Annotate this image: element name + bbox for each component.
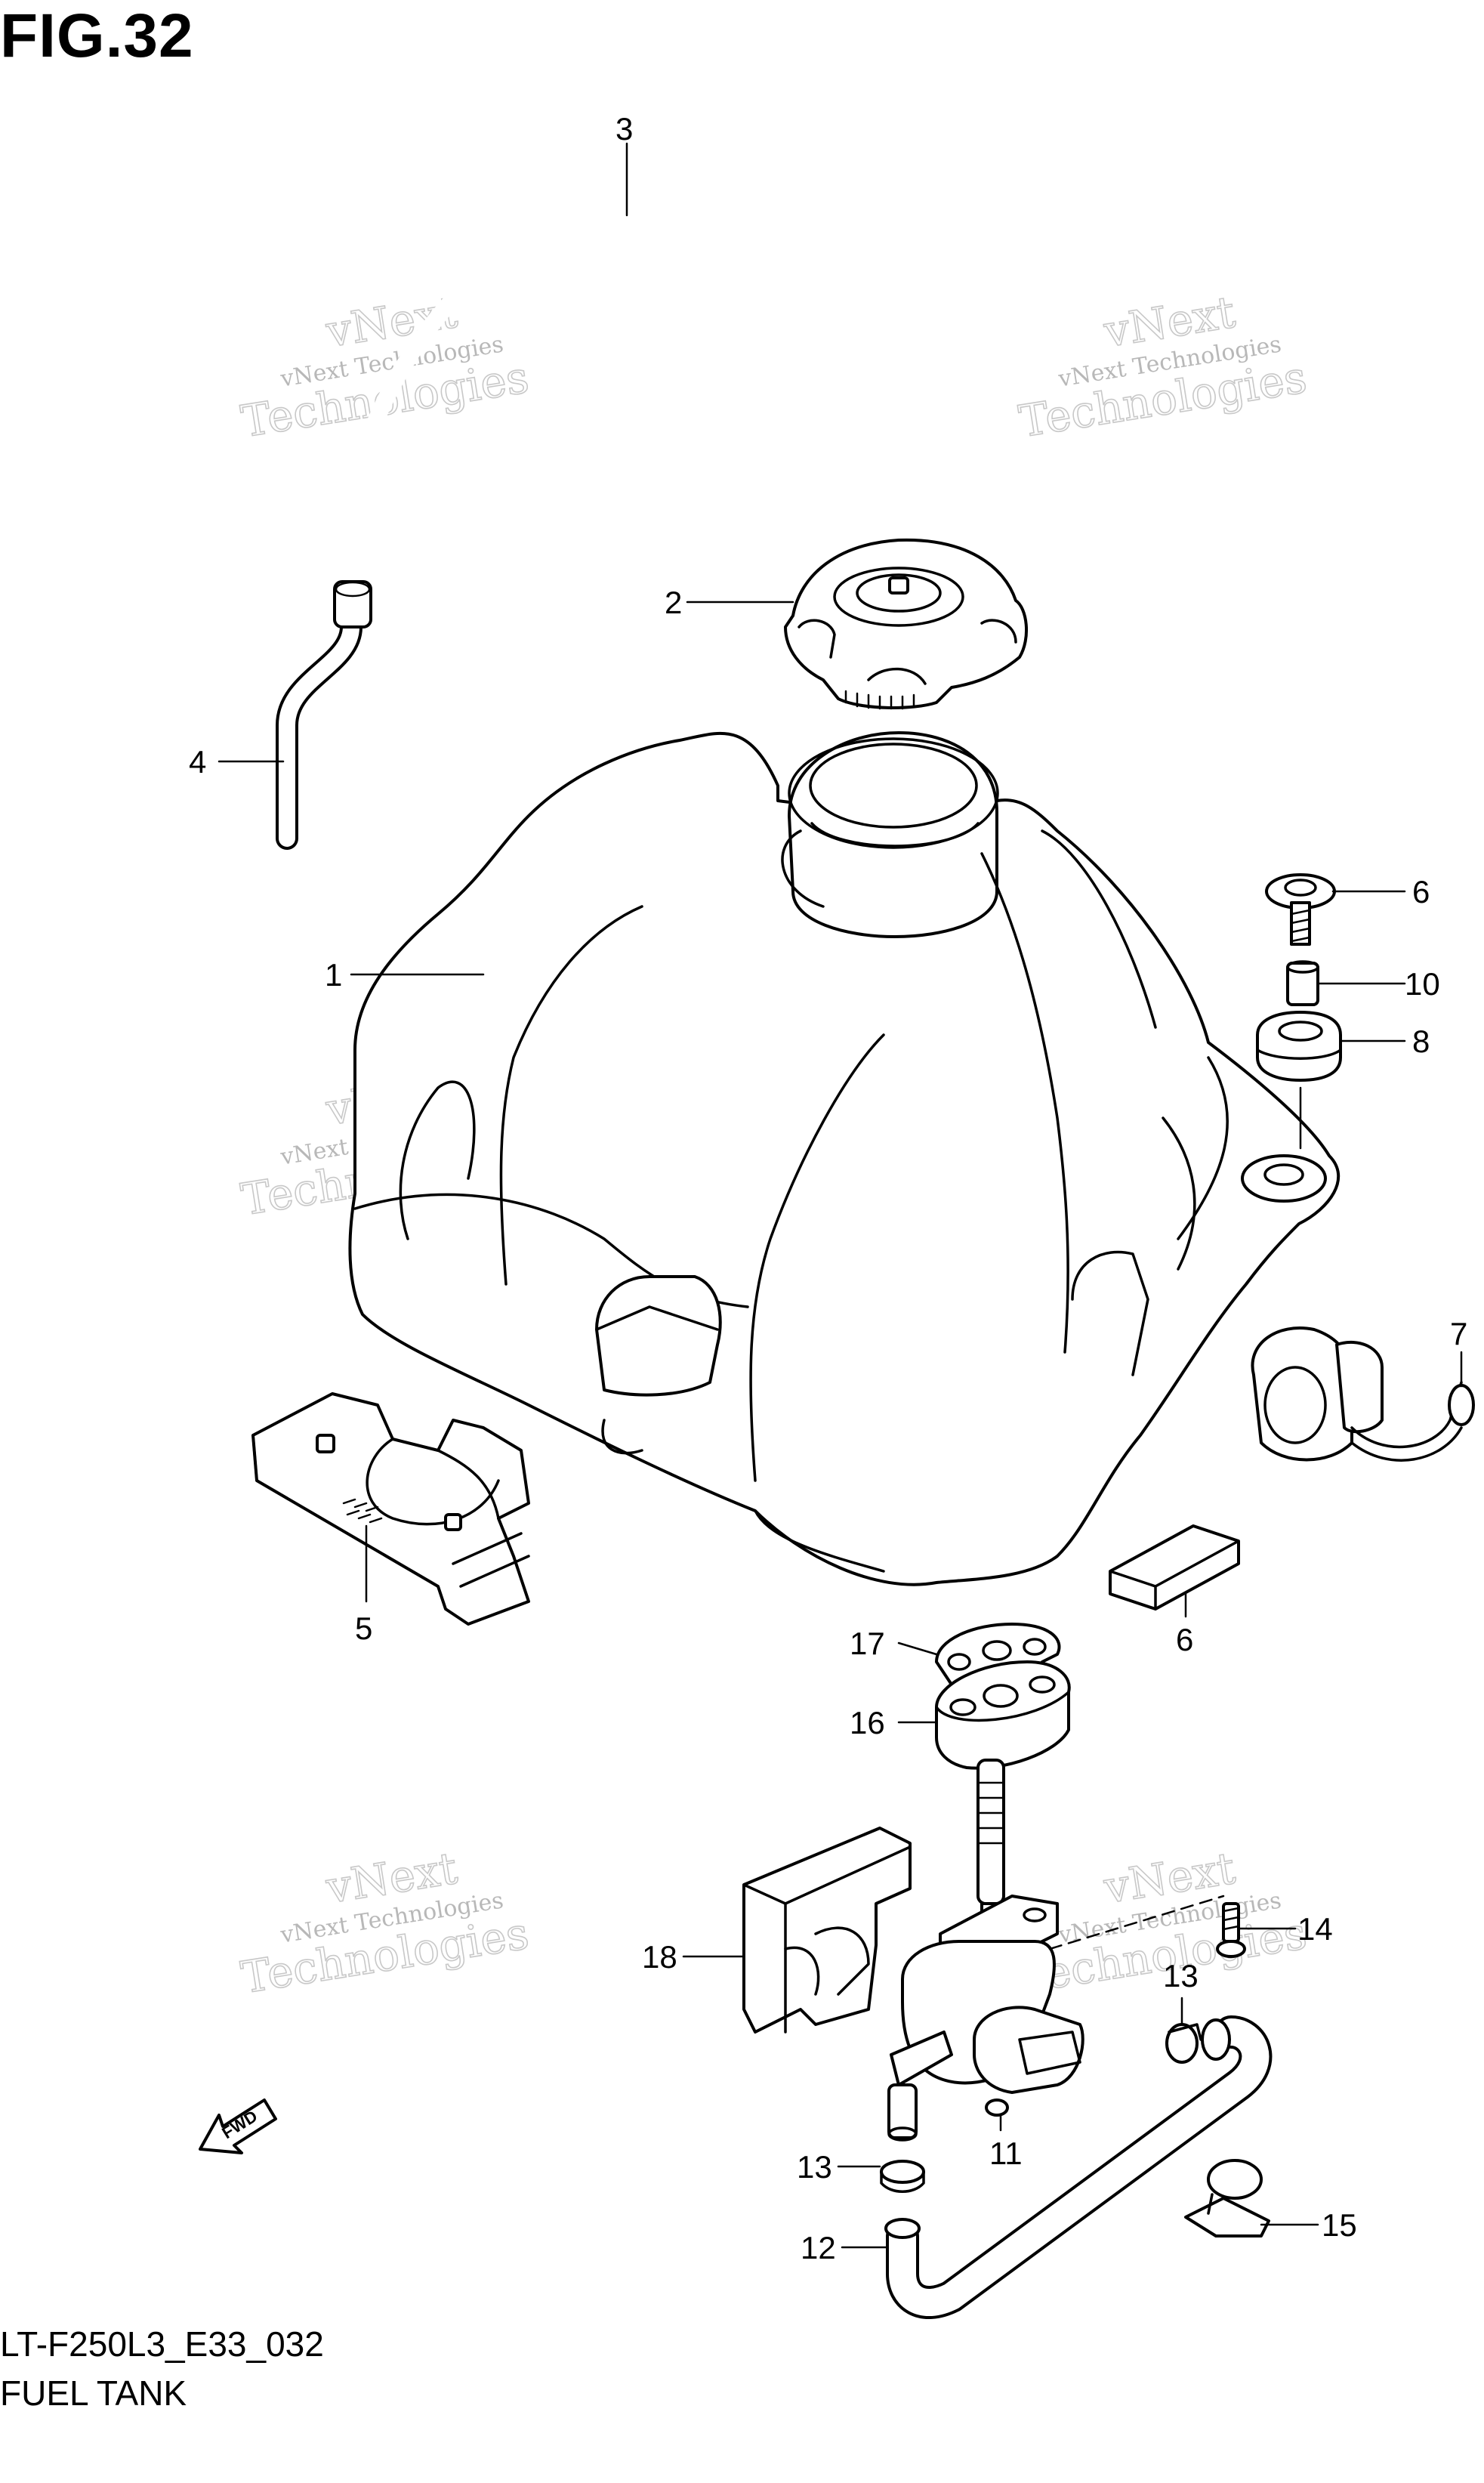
callout-13-upper: 13 bbox=[1163, 1958, 1199, 1994]
figure-name: FUEL TANK bbox=[0, 2373, 187, 2413]
dashed-leader bbox=[1048, 1895, 1225, 1950]
part-mount-bolt bbox=[1265, 873, 1336, 946]
callout-15: 15 bbox=[1322, 2207, 1357, 2243]
part-cushion bbox=[1256, 1011, 1342, 1082]
part-fuel-cock-holder bbox=[742, 1827, 912, 2034]
callout-3: 3 bbox=[616, 111, 633, 147]
part-clamp bbox=[880, 2160, 925, 2193]
callout-6: 6 bbox=[1176, 1622, 1193, 1657]
part-fuel-hose bbox=[884, 2015, 1273, 2319]
watermark: vNext vNext Technologies Technologies bbox=[237, 1842, 532, 2004]
callout-9: 6 bbox=[1412, 874, 1430, 910]
part-screw bbox=[1216, 1902, 1246, 1958]
callout-13-lower: 13 bbox=[797, 2149, 832, 2185]
callout-10: 10 bbox=[1405, 966, 1440, 1002]
part-pad bbox=[1109, 1524, 1240, 1611]
part-collar bbox=[1286, 960, 1319, 1006]
callout-18: 18 bbox=[642, 1939, 677, 1975]
callout-17: 17 bbox=[850, 1626, 885, 1661]
part-bracket bbox=[251, 1392, 530, 1626]
part-seal bbox=[935, 1660, 1071, 1770]
callout-11: 11 bbox=[989, 2136, 1023, 2171]
fwd-arrow: FWD bbox=[199, 2099, 277, 2154]
callout-5: 5 bbox=[355, 1611, 372, 1646]
callout-4: 4 bbox=[189, 744, 206, 780]
part-breather-pipe bbox=[276, 580, 372, 850]
callout-8: 8 bbox=[1412, 1024, 1430, 1059]
part-fuel-cock bbox=[887, 1759, 1084, 2142]
part-hose-clamp bbox=[1184, 2159, 1270, 2237]
callout-14: 14 bbox=[1297, 1911, 1333, 1947]
figure-title: FIG.32 bbox=[0, 2, 194, 70]
callout-12: 12 bbox=[801, 2230, 836, 2265]
callout-7: 7 bbox=[1450, 1316, 1467, 1351]
callout-2: 2 bbox=[665, 585, 682, 620]
part-fuel-cap bbox=[784, 538, 1029, 710]
callout-1: 1 bbox=[325, 957, 342, 993]
callout-16: 16 bbox=[850, 1705, 885, 1740]
part-fuel-tank bbox=[348, 731, 1341, 1586]
watermark: vNext vNext Technologies Technologies bbox=[1015, 286, 1310, 448]
figure-code: LT-F250L3_E33_032 bbox=[0, 2324, 324, 2364]
callouts: 3 2 4 1 6 10 8 7 5 6 17 16 18 bbox=[189, 111, 1467, 2265]
part-clamp bbox=[1165, 2023, 1202, 2064]
part-tank-band bbox=[1251, 1326, 1475, 1462]
